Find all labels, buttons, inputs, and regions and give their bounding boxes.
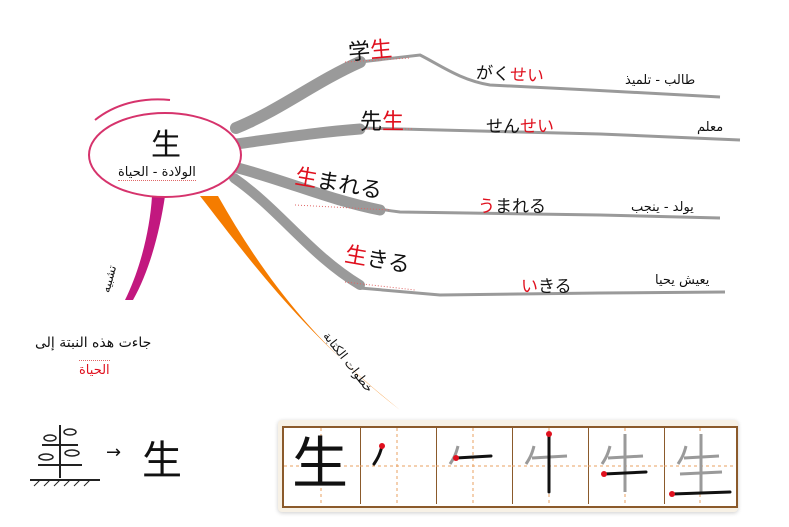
branch-1-reading-plain: がく [475,63,511,85]
origin-sentence: جاءت هذه النبتة إلى [35,335,152,351]
branch-1-word-red: 生 [369,37,394,64]
stroke-order-grid: 生 [278,420,738,512]
branch-4-reading-red: い [521,277,538,297]
stroke-step-4 [512,428,589,504]
branch-3-reading-plain: まれる [495,197,546,217]
stroke-step-5 [588,428,665,504]
branch-2-reading: せんせい [486,112,554,137]
branch-2-word: 先生 [360,104,404,136]
branch-3-reading: うまれる [478,192,546,217]
stroke-step-3 [436,428,513,504]
branch-2-reading-red: せい [520,117,554,137]
branch-umareru-thick [232,162,386,216]
plant-pictogram [30,425,100,487]
center-bubble-swash [94,98,171,121]
center-meaning: الولادة - الحياة [118,165,196,181]
branch-2-reading-plain: せん [486,117,520,137]
branch-1-reading-red: せい [509,65,545,87]
branch-2-word-red: 生 [382,110,405,135]
branch-sensei-thick [230,123,366,150]
branch-3-meaning: يولد - ينجب [631,200,694,215]
branch-1-word-plain: 学 [347,39,372,66]
branch-4-reading: いきる [521,272,572,297]
branch-2-word-plain: 先 [360,110,383,135]
branch-4-meaning: يعيش يحيا [655,273,710,288]
branch-steps [200,196,400,410]
branch-3-reading-red: う [478,197,495,217]
branch-1-meaning: طالب - تلميذ [625,73,696,88]
center-bubble [88,112,242,198]
branch-2-meaning: معلم [697,120,724,135]
branch-origin [125,196,165,300]
origin-sentence-red: الحياة [79,360,110,378]
stroke-step-1: 生 [284,428,361,504]
center-kanji: 生 [151,128,181,163]
branch-1-word: 学生 [347,31,394,67]
stroke-step-2 [360,428,437,504]
branch-ikiru-thick [229,173,365,290]
pictogram-arrow: → [106,442,122,463]
branch-gakusei-thick [230,56,366,134]
stroke-final-kanji: 生 [292,432,348,497]
branch-1-reading: がくせい [475,58,544,87]
stroke-step-6 [664,428,740,504]
branch-4-reading-plain: きる [538,277,572,297]
pictogram-result: 生 [142,438,182,484]
